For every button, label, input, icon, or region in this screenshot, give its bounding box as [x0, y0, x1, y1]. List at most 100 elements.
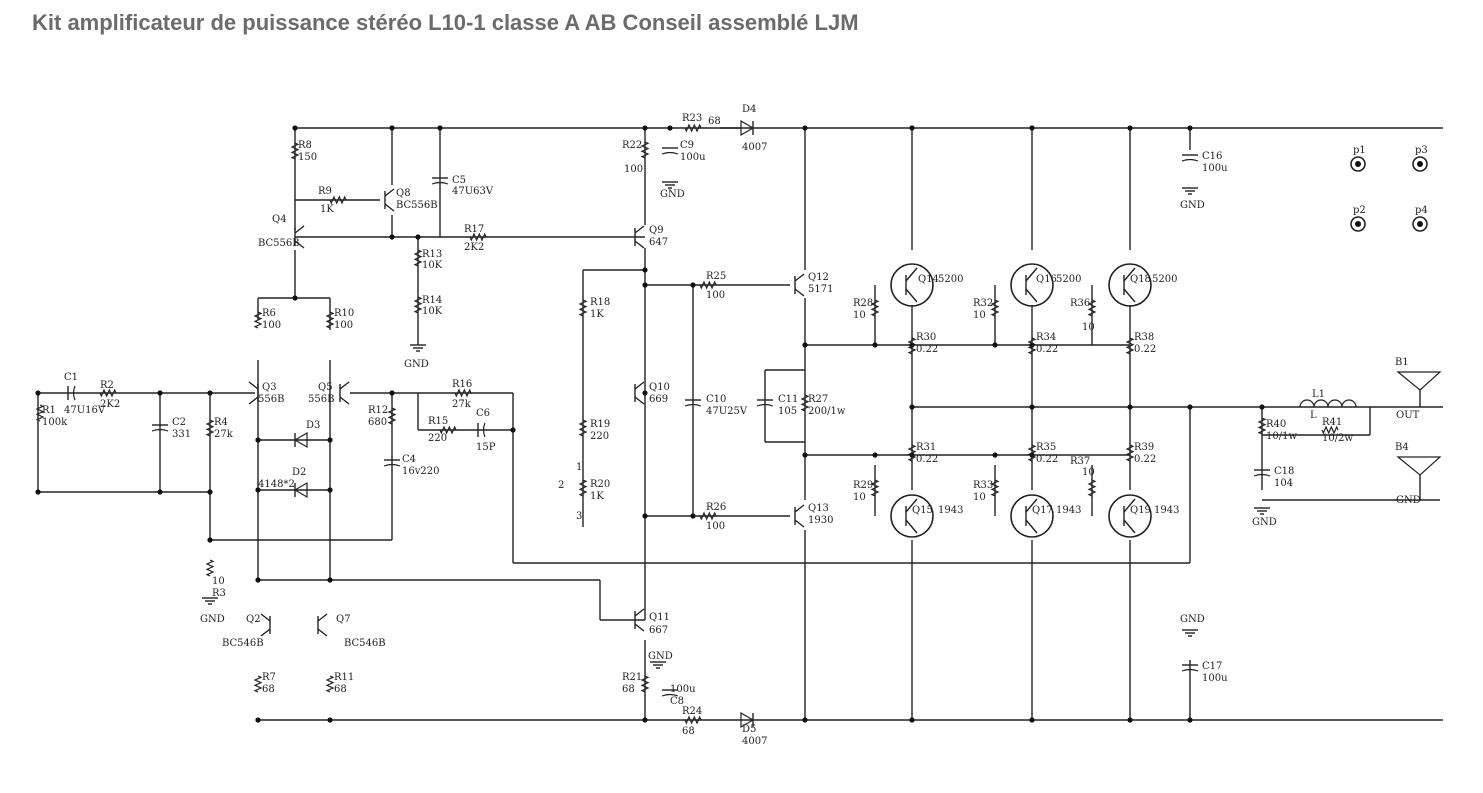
label-C8: C8 [670, 696, 684, 707]
label-GND_4: GND [1252, 517, 1277, 528]
label-GND_3: GND [1180, 200, 1205, 211]
transistor [248, 396, 259, 405]
label-R35: R35 [1036, 442, 1056, 453]
label-v5171: 5171 [808, 284, 833, 295]
capacitor [151, 428, 169, 432]
junction-dot [909, 404, 915, 410]
label-R2: R2 [100, 380, 114, 391]
capacitor [661, 151, 679, 155]
junction-dot [909, 125, 915, 131]
label-R21: R21 [622, 672, 642, 683]
resistor [1087, 479, 1097, 497]
junction-dot [667, 125, 673, 131]
resistor [99, 388, 117, 398]
label-R7: R7 [262, 672, 276, 683]
label-v220_19: 220 [590, 431, 609, 442]
junction-dot [642, 267, 648, 273]
junction-dot [872, 452, 878, 458]
junction-dot [1127, 125, 1133, 131]
label-v331: 331 [172, 429, 191, 440]
label-C17: C17 [1202, 661, 1222, 672]
label-pin3: 3 [576, 511, 582, 522]
label-C16: C16 [1202, 151, 1222, 162]
label-v10K_14: 10K [422, 306, 443, 317]
label-Q16: Q16 [1036, 274, 1057, 285]
transistor [634, 240, 645, 249]
junction-dot [642, 717, 648, 723]
transistor [317, 613, 328, 622]
resistor [800, 394, 810, 412]
resistor [253, 675, 263, 693]
junction-dot [802, 342, 808, 348]
label-GND_6: GND [200, 614, 225, 625]
junction-dot [35, 390, 41, 396]
transistor [794, 519, 805, 528]
label-Q12: Q12 [808, 272, 829, 283]
label-B1: B1 [1395, 357, 1409, 368]
resistor [1125, 337, 1135, 355]
label-R3: R3 [212, 588, 226, 599]
resistor [329, 195, 347, 205]
label-v4007_5: 4007 [742, 736, 767, 747]
label-v022_30: 0.22 [916, 344, 938, 355]
resistor [907, 444, 917, 462]
label-R36: R36 [1070, 298, 1090, 309]
label-v100_22: 100 [624, 164, 643, 175]
label-R18: R18 [590, 297, 610, 308]
label-v68_7: 68 [262, 684, 275, 695]
label-D4: D4 [742, 104, 756, 115]
capacitor [431, 181, 449, 185]
label-BC546B_7: BC546B [344, 638, 386, 649]
power-transistor [1010, 263, 1054, 307]
label-v5200_18: 5200 [1152, 274, 1177, 285]
resistor [990, 299, 1000, 317]
transistor [794, 288, 805, 297]
label-v10_37: 10 [1082, 467, 1095, 478]
label-Q9: Q9 [649, 225, 664, 236]
label-v100_25: 100 [706, 290, 725, 301]
label-v10_29: 10 [853, 492, 866, 503]
power-transistor [890, 494, 934, 538]
junction-dot [389, 234, 395, 240]
resistor [253, 311, 263, 329]
label-R39: R39 [1134, 442, 1154, 453]
label-R9: R9 [318, 186, 332, 197]
label-R11: R11 [334, 672, 354, 683]
resistor [699, 280, 717, 290]
label-v2K2_2: 2K2 [100, 399, 120, 410]
terminal [1355, 161, 1361, 167]
junction-dot [255, 717, 261, 723]
label-R24: R24 [682, 706, 702, 717]
label-C1: C1 [64, 372, 78, 383]
label-R19: R19 [590, 419, 610, 430]
label-v10_1w: 10/1w [1266, 431, 1297, 442]
label-v10K_13: 10K [422, 260, 443, 271]
label-v1943_19: 1943 [1154, 505, 1179, 516]
label-v68_11: 68 [334, 684, 347, 695]
power-transistor [1108, 494, 1152, 538]
terminal [1350, 216, 1366, 232]
label-R40: R40 [1266, 419, 1286, 430]
label-v100_6: 100 [262, 320, 281, 331]
label-v1K_20: 1K [590, 491, 604, 502]
resistor [907, 337, 917, 355]
resistor [387, 407, 397, 425]
power-transistor [1025, 288, 1038, 303]
label-R16: R16 [452, 379, 472, 390]
label-R15: R15 [428, 416, 448, 427]
junction-dot [157, 489, 163, 495]
label-v100_10: 100 [334, 320, 353, 331]
label-R33: R33 [973, 480, 993, 491]
label-p3: p3 [1415, 145, 1428, 156]
label-v1943_15: 1943 [938, 505, 963, 516]
power-transistor [1108, 263, 1152, 307]
terminal [1355, 221, 1361, 227]
label-v100u_8: 100u [670, 684, 696, 695]
capacitor [684, 403, 702, 407]
label-Q19: Q19 [1130, 505, 1151, 516]
label-v022_31: 0.22 [916, 454, 938, 465]
junction-dot [1187, 404, 1193, 410]
power-transistor [1123, 498, 1136, 513]
label-v68_24: 68 [682, 726, 695, 737]
transistor [384, 188, 395, 197]
